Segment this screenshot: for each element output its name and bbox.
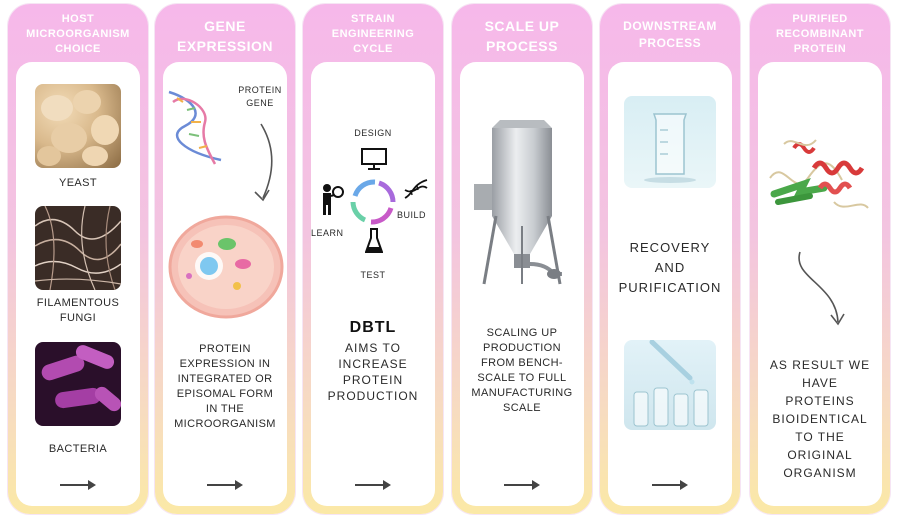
filamentous-fungi-label: FILAMENTOUS FUNGI	[36, 297, 120, 324]
bacteria-image	[35, 342, 121, 426]
yeast-image	[35, 84, 121, 168]
dbtl-acronym: DBTL	[349, 319, 397, 336]
cycle-build-label: BUILD	[397, 210, 427, 220]
cycle-learn-label: LEARN	[311, 228, 344, 238]
column-title: STRAIN ENGINEERING CYCLE	[331, 13, 415, 55]
person-magnifier-icon	[323, 184, 344, 215]
bacteria-label: BACTERIA	[48, 443, 108, 455]
column-downstream: DOWNSTREAM PROCESS RECOVERY AND PURIFICA…	[600, 4, 740, 514]
cycle-design-label: DESIGN	[354, 128, 392, 138]
downstream-description: RECOVERY AND PURIFICATION	[618, 240, 722, 295]
strain-engineering-description: AIMS TO INCREASE PROTEIN PRODUCTION	[327, 341, 419, 403]
cycle-test-label: TEST	[360, 270, 386, 280]
column-title: SCALE UP PROCESS	[484, 18, 560, 54]
column-title: HOST MICROORGANISM CHOICE	[26, 13, 130, 55]
right-arrow-icon	[355, 480, 391, 490]
monitor-icon	[361, 148, 387, 170]
dna-helix-icon	[168, 90, 222, 165]
column-body	[758, 62, 882, 506]
column-body	[311, 62, 435, 506]
filamentous-fungi-image	[35, 206, 121, 290]
protein-gene-label: PROTEIN GENE	[238, 85, 282, 108]
column-title: GENE EXPRESSION	[176, 18, 274, 54]
curved-arrow-icon	[254, 123, 273, 202]
gene-expression-description: PROTEIN EXPRESSION IN INTEGRATED OR EPIS…	[174, 343, 276, 430]
bioreactor-image	[474, 120, 562, 285]
column-title: PURIFIED RECOMBINANT PROTEIN	[776, 13, 864, 55]
column-gene-expression: GENE EXPRESSION PROTEIN GENE	[155, 4, 295, 514]
column-title: DOWNSTREAM PROCESS	[623, 19, 717, 50]
column-strain-engineering: STRAIN ENGINEERING CYCLE DESIGN LEARN	[303, 4, 443, 514]
right-arrow-icon	[207, 480, 243, 490]
beaker-image	[624, 96, 716, 188]
right-arrow-icon	[60, 480, 96, 490]
dna-icon	[404, 179, 428, 199]
column-host-choice: HOST MICROORGANISM CHOICE YEAST	[8, 4, 148, 514]
flask-icon	[365, 228, 383, 253]
right-arrow-icon	[652, 480, 688, 490]
test-tubes-image	[624, 340, 716, 430]
cycle-arrows-icon	[350, 179, 396, 225]
right-arrow-icon	[504, 480, 540, 490]
yeast-label: YEAST	[58, 177, 98, 189]
protein-structure-image	[769, 139, 869, 209]
column-purified-protein: PURIFIED RECOMBINANT PROTEIN AS RESULT W…	[750, 4, 890, 514]
scale-up-description: SCALING UP PRODUCTION FROM BENCH-SCALE T…	[471, 327, 573, 414]
curved-arrow-icon	[798, 251, 845, 326]
purified-protein-description: AS RESULT WE HAVE PROTEINS BIOIDENTICAL …	[769, 358, 871, 480]
column-scale-up: SCALE UP PROCESS SCALING UP PRODU	[452, 4, 592, 514]
cell-illustration	[168, 215, 284, 319]
